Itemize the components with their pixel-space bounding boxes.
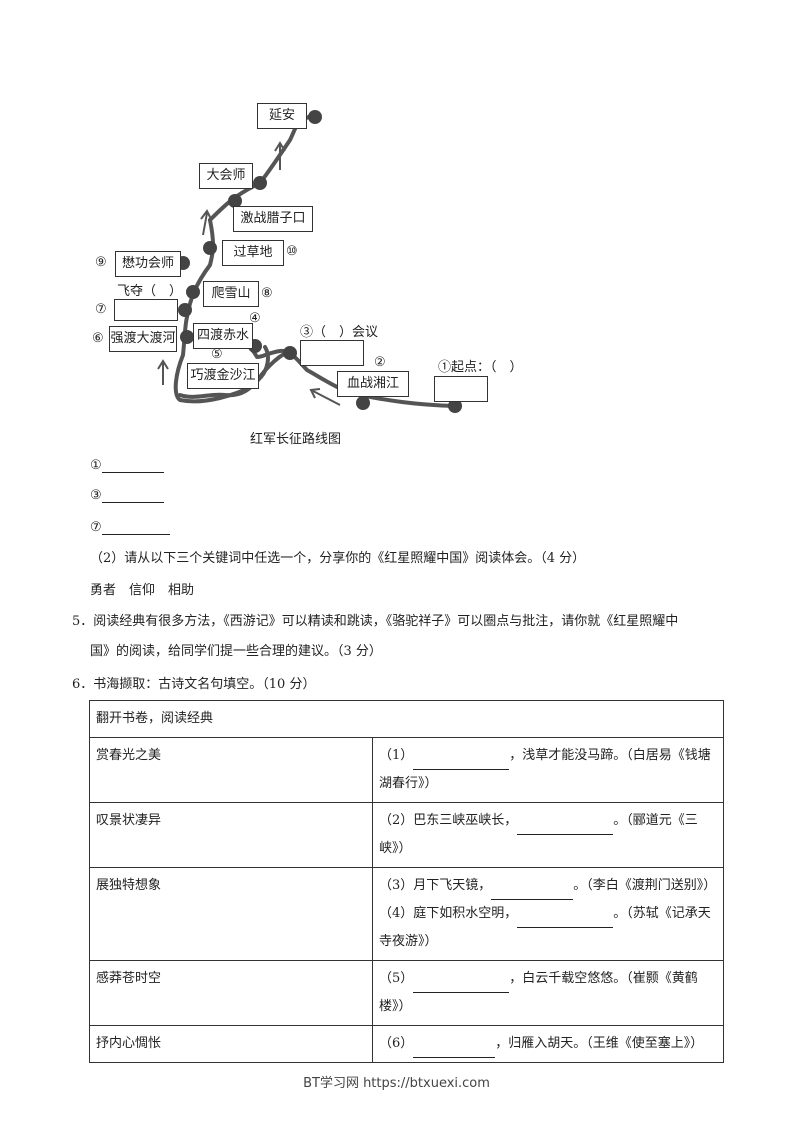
answer-line-label: ③ (90, 488, 102, 503)
row-content: （1） ，浅草才能没马蹄。（白居易《钱塘 湖春行》） (372, 737, 724, 803)
answer-line-3: ③ (90, 488, 164, 503)
label-dahuishi: 大会师 (199, 163, 253, 189)
table-row: 抒内心惆怅 （6） ，归雁入胡天。（王维《使至塞上》） (89, 1025, 724, 1063)
row-post: ，归雁入胡天。（王维《使至塞上》） (495, 1036, 704, 1051)
row-content: （3）月下飞天镜， 。（李白《渡荆门送别》） （4）庭下如积水空明， 。（苏轼《记承… (372, 867, 724, 961)
fill-blank-6[interactable] (413, 1043, 496, 1058)
label-chishui: 四渡赤水 (193, 323, 253, 349)
label-caodi: 过草地 (222, 240, 284, 266)
row-post: ，浅草才能没马蹄。（白居易《钱塘 (509, 748, 711, 763)
row-content: （5），白云千载空悠悠。（崔颢《黄鹤楼》） (372, 960, 724, 1026)
table-row: 叹景状凄异 （2）巴东三峡巫峡长，。（郦道元《三峡》） (89, 802, 724, 868)
row-theme: 感莽苍时空 (89, 960, 373, 1026)
question-5-cont: 国》的阅读，给同学们提一些合理的建议。（3 分） (90, 644, 382, 659)
marker-9: ⑨ (95, 255, 107, 270)
fill-blank-5[interactable] (413, 978, 510, 993)
fill-blank-4[interactable] (517, 913, 614, 928)
marker-2: ② (374, 355, 386, 370)
answer-blank[interactable] (101, 488, 164, 503)
table-header: 翻开书卷，阅读经典 (89, 700, 724, 738)
marker-8: ⑧ (261, 286, 273, 301)
answer-box-7[interactable] (114, 299, 178, 321)
row-theme: 赏春光之美 (89, 737, 373, 803)
table-row: 感莽苍时空 （5），白云千载空悠悠。（崔颢《黄鹤楼》） (89, 960, 724, 1026)
answer-blank[interactable] (101, 458, 164, 473)
row-post-b-cont: 寺夜游》） (379, 934, 438, 949)
row-pre: （6） (379, 1036, 414, 1051)
marker-4: ④ (249, 311, 261, 326)
row-post: ，白云千载空悠悠。（崔颢《黄鹤楼》） (379, 971, 698, 1014)
table-row: 赏春光之美 （1） ，浅草才能没马蹄。（白居易《钱塘 湖春行》） (89, 737, 724, 803)
table-header-row: 翻开书卷，阅读经典 (89, 700, 724, 738)
label-feiduo: 飞夺（ ） (117, 284, 183, 299)
row-theme: 展独特想象 (89, 867, 373, 961)
marker-7: ⑦ (95, 302, 107, 317)
row-pre-b: （4）庭下如积水空明， (379, 906, 518, 921)
label-lazikou: 激战腊子口 (233, 206, 313, 232)
label-huiyi: ③（ ）会议 (300, 325, 379, 340)
row-post-cont: 湖春行》） (379, 776, 438, 791)
row-pre: （5） (379, 971, 414, 986)
row-content: （6） ，归雁入胡天。（王维《使至塞上》） (372, 1025, 724, 1063)
map-caption: 红军长征路线图 (250, 432, 342, 447)
marker-10: ⑩ (286, 244, 298, 259)
row-post: 。（李白《渡荆门送别》） (573, 878, 717, 893)
marker-6: ⑥ (92, 331, 104, 346)
long-march-route-map (157, 110, 462, 413)
row-content: （2）巴东三峡巫峡长，。（郦道元《三峡》） (372, 802, 724, 868)
label-xueshan: 爬雪山 (203, 281, 259, 307)
poem-fill-table: 翻开书卷，阅读经典 赏春光之美 （1） ，浅草才能没马蹄。（白居易《钱塘 湖春行》… (89, 700, 724, 1063)
answer-line-label: ① (90, 458, 102, 473)
row-theme: 抒内心惆怅 (89, 1025, 373, 1063)
row-post-b: 。（苏轼《记承天 (613, 906, 711, 921)
question-6: 6．书海撷取：古诗文名句填空。（10 分） (72, 677, 316, 692)
site-footer: BT学习网 https://btxuexi.com (303, 1076, 490, 1091)
label-qidian: ①起点：（ ） (438, 360, 523, 375)
fill-blank-3[interactable] (491, 885, 574, 900)
question-4-2: （2）请从以下三个关键词中任选一个，分享你的《红星照耀中国》阅读体会。（4 分） (90, 551, 586, 566)
answer-line-label: ⑦ (90, 520, 102, 535)
fill-blank-1[interactable] (413, 755, 510, 770)
route-markers (176, 110, 462, 413)
row-pre: （3）月下飞天镜， (379, 878, 492, 893)
row-theme: 叹景状凄异 (89, 802, 373, 868)
row-pre: （1） (379, 748, 414, 763)
table-row: 展独特想象 （3）月下飞天镜， 。（李白《渡荆门送别》） （4）庭下如积水空明， 。… (89, 867, 724, 961)
row-post: 。（郦道元《三峡》） (379, 813, 698, 856)
row-pre: （2）巴东三峡巫峡长， (379, 813, 518, 828)
answer-box-3[interactable] (300, 340, 364, 366)
answer-blank[interactable] (101, 520, 170, 535)
label-yanan: 延安 (257, 103, 307, 129)
keywords: 勇者 信仰 相助 (90, 583, 195, 598)
fill-blank-2[interactable] (517, 820, 614, 835)
label-dadu: 强渡大渡河 (109, 326, 177, 352)
answer-box-1[interactable] (434, 376, 488, 402)
label-xiangjiang: 血战湘江 (337, 371, 409, 397)
answer-line-1: ① (90, 458, 164, 473)
answer-line-7: ⑦ (90, 520, 170, 535)
marker-5: ⑤ (211, 347, 223, 362)
label-jinsha: 巧渡金沙江 (187, 363, 259, 389)
direction-arrows (157, 141, 341, 406)
question-5: 5．阅读经典有很多方法，《西游记》可以精读和跳读，《骆驼祥子》可以圈点与批注，请… (72, 614, 679, 629)
label-maogong: 懋功会师 (115, 251, 181, 277)
